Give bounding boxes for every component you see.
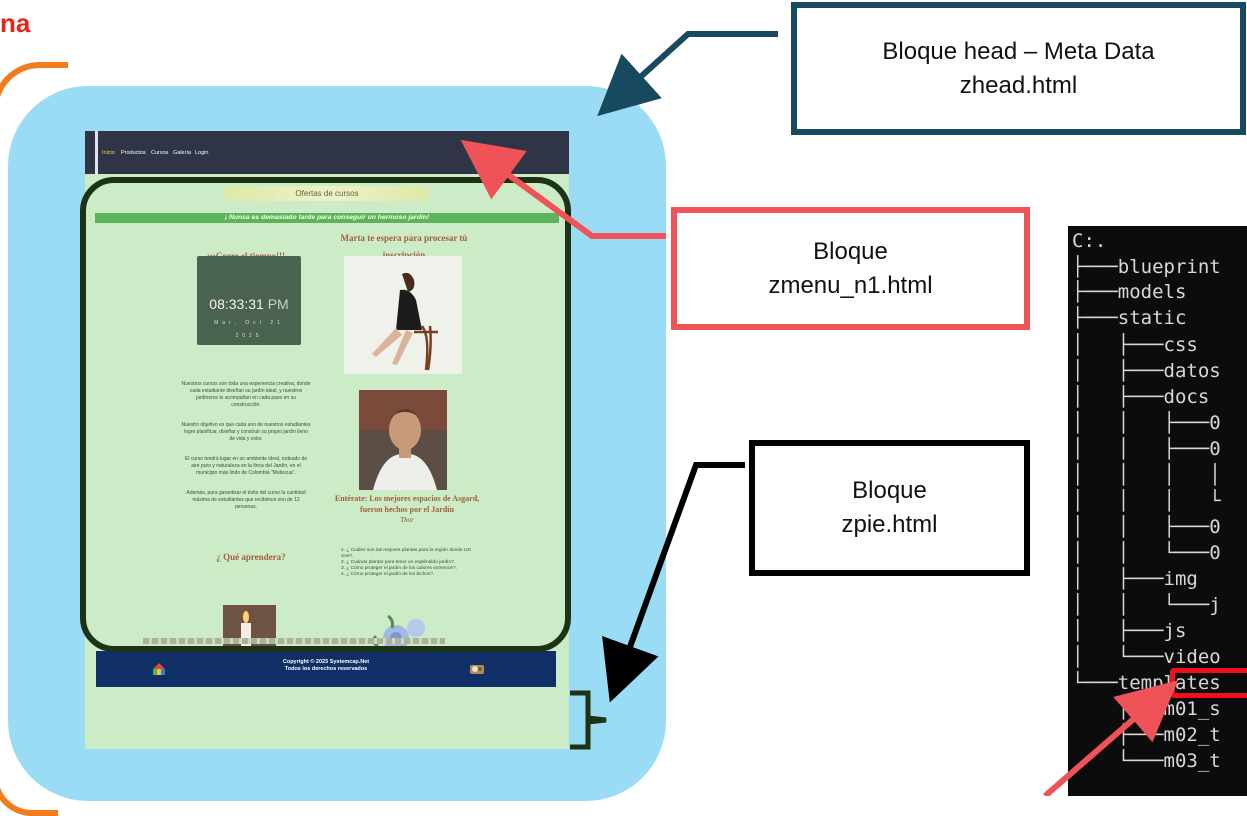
arrow-head-block (597, 31, 778, 117)
decorative-divider (143, 638, 445, 644)
tree-line: │ ├───js (1072, 620, 1187, 642)
footer-badge-icon (468, 662, 486, 676)
tree-line: │ │ │ └ (1072, 490, 1221, 512)
thor-caption: Thor (400, 516, 414, 524)
tree-line: │ │ │ │ (1072, 464, 1221, 486)
rights-line: Todos los derechos reservados (284, 666, 368, 672)
head-label-line1: Bloque head – Meta Data (882, 37, 1155, 65)
tree-line: │ ├───docs (1072, 386, 1210, 408)
garden-tagline: ¡ Nunca es demasiado tarde para consegui… (95, 213, 559, 223)
footer-brace (570, 690, 607, 750)
terminal-directory-tree: C:. ├───blueprint ├───models ├───static … (1068, 226, 1247, 796)
nav-link-inicio[interactable]: Inicio (102, 150, 115, 156)
nav-link-productos[interactable]: Productos (121, 150, 146, 156)
pie-block-label: Bloque zpie.html (749, 440, 1030, 576)
list-item: 1. ¿ Cuáles son las mejores plantas para… (341, 548, 471, 559)
tree-line: C:. (1072, 230, 1107, 252)
list-item: 4. ¿ Cómo proteger el jardín de los bich… (341, 572, 435, 577)
tree-line: └───m03_t (1072, 750, 1221, 772)
tree-line: │ │ ├───0 (1072, 438, 1221, 460)
tree-line: │ ├───img (1072, 568, 1198, 590)
menu-label-line2: zmenu_n1.html (768, 271, 933, 299)
head-label-line2: zhead.html (959, 71, 1078, 99)
tree-line: │ ├───css (1072, 334, 1198, 356)
nav-link-login[interactable]: Login (195, 150, 209, 156)
man-portrait-photo (359, 390, 447, 490)
courses-banner: Ofertas de cursos (225, 186, 429, 201)
digital-clock: 08:33:31 PM Mar, Oct 21 2025 (197, 256, 301, 345)
tree-line: │ └───video (1072, 646, 1221, 668)
intro-paragraph: El curso tendrá lugar en un ambiente ide… (184, 456, 308, 476)
copyright-line: Copyright © 2025 Systemcap.Net (282, 659, 370, 665)
tree-line: │ │ ├───0 (1072, 412, 1221, 434)
corner-title-fragment: na (0, 8, 31, 38)
list-item: 2. ¿ Cuándo plantar para tener un esplén… (341, 560, 456, 565)
tree-line: ├───m02_t (1072, 724, 1221, 746)
list-item: 3. ¿ Cómo proteger el jardín de los calo… (341, 566, 457, 571)
content-block-frame (80, 177, 571, 652)
tree-line: │ │ └───j (1072, 594, 1221, 616)
tree-line: │ │ └───0 (1072, 542, 1221, 564)
tree-line: │ ├───datos (1072, 360, 1221, 382)
intro-paragraph: Nuestros cursos son toda una experiencia… (181, 381, 311, 408)
clock-time: 08:33:31 PM (197, 296, 301, 312)
web-navbar: Inicio Productos Cursos Galería Login (85, 131, 569, 174)
nav-link-galeria[interactable]: Galería (173, 150, 192, 156)
intro-paragraph: Nuestro objetivo es que cada uno de nues… (181, 422, 311, 442)
footer-copyright: Copyright © 2025 Systemcap.Net Todos los… (186, 659, 466, 673)
heading-learn: ¿ Qué aprendera? (216, 552, 286, 562)
head-block-label: Bloque head – Meta Data zhead.html (791, 2, 1246, 135)
heading-asgard: Entérate: Los mejores espacios de Asgard… (334, 494, 480, 514)
menu-label-line1: Bloque (813, 237, 888, 265)
tree-line: ├───models (1072, 281, 1187, 303)
clock-year: 2025 (235, 333, 263, 339)
navbar-stripe (95, 131, 98, 174)
tree-line: │ │ ├───0 (1072, 516, 1221, 538)
templates-highlight-box (1170, 668, 1247, 698)
tree-line: ├───m01_s (1072, 698, 1221, 720)
clock-date: Mar, Oct 21 (214, 320, 284, 326)
intro-paragraph: Además, para garantizar el éxito del cur… (186, 490, 306, 510)
woman-on-chair-photo (344, 256, 462, 374)
tree-line: ├───static (1072, 307, 1187, 329)
orange-bracket-top (0, 62, 68, 148)
pie-label-line2: zpie.html (841, 511, 938, 538)
clock-time-value: 08:33:31 (209, 296, 264, 312)
clock-ampm: PM (267, 296, 289, 312)
nav-link-cursos[interactable]: Cursos (151, 150, 169, 156)
learn-list: 1. ¿ Cuáles son las mejores plantas para… (341, 548, 471, 578)
menu-block-label: Bloque zmenu_n1.html (671, 207, 1030, 330)
web-footer: Copyright © 2025 Systemcap.Net Todos los… (96, 651, 556, 687)
systemcap-logo-icon (152, 662, 166, 676)
pie-label-line1: Bloque (852, 477, 927, 504)
tree-line: ├───blueprint (1072, 256, 1221, 278)
heading-marta: Marta te espera para procesar tú inscrip… (340, 233, 468, 260)
